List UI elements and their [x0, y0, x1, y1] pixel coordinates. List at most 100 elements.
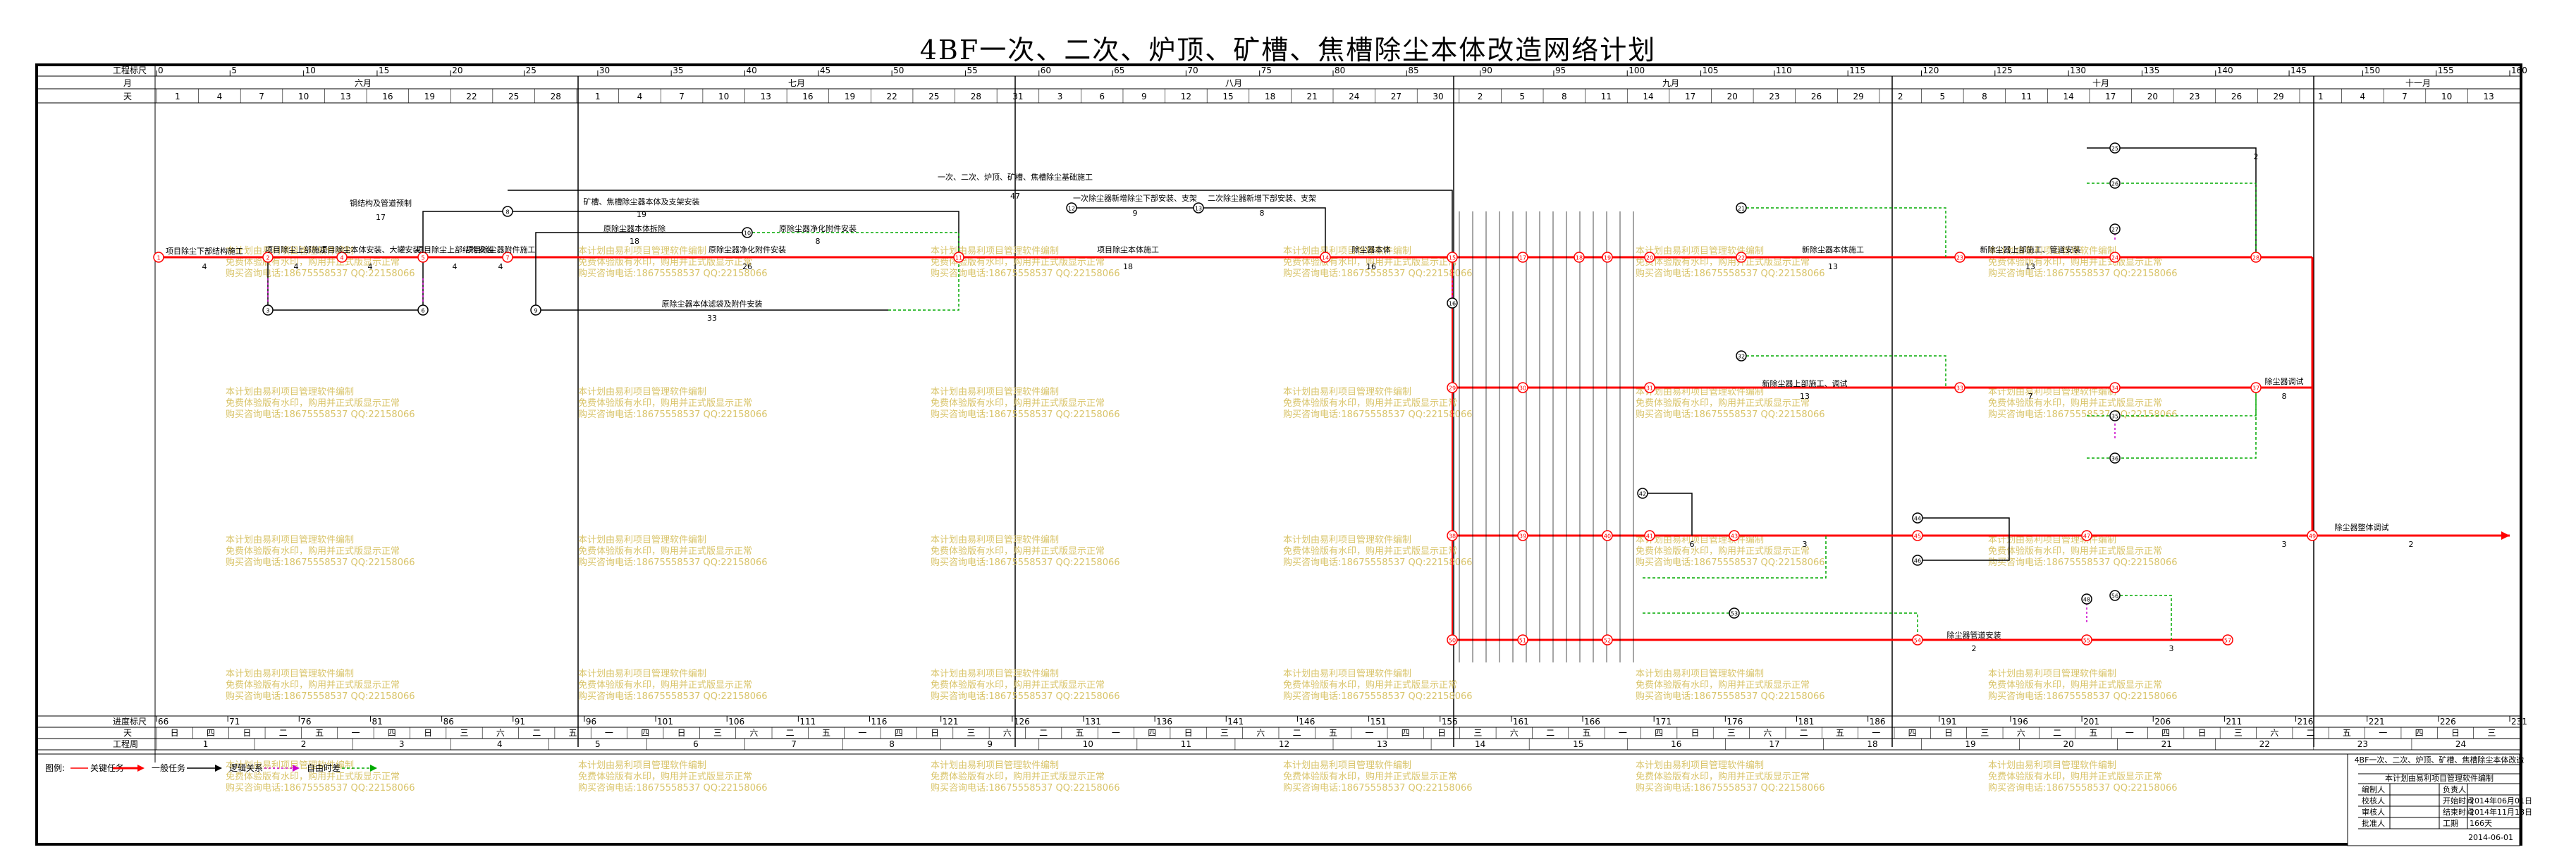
activity-label: 原除尘器本体滤袋及附件安装	[662, 299, 763, 309]
event-node	[1912, 634, 1923, 646]
watermark-text: 本计划由易利项目管理软件编制	[1988, 246, 2116, 257]
event-node	[1447, 530, 1458, 541]
event-node	[1644, 530, 1655, 541]
weekday-cell: 一	[2126, 728, 2134, 738]
weekday-cell: 日	[243, 728, 251, 738]
title-block: 4BF一次、二次、炉顶、矿槽、焦槽除尘本体改造 本计划由易利项目管理软件编制 编…	[2347, 753, 2532, 846]
day-tick-label: 24	[1349, 92, 1359, 101]
event-node	[2109, 252, 2121, 263]
scale-tick-label: 115	[1849, 66, 1865, 75]
watermark-text: 本计划由易利项目管理软件编制	[1636, 246, 1764, 257]
event-node-number: 30	[1519, 385, 1526, 392]
event-node	[2250, 252, 2262, 263]
day-tick-label: 25	[928, 92, 939, 101]
activity-duration: 4	[498, 262, 503, 271]
event-node-number: 16	[1449, 301, 1456, 307]
weekday-cell: 三	[1727, 728, 1736, 738]
weekday-cell: 五	[315, 728, 324, 738]
event-node-number: 56	[2111, 593, 2118, 600]
weekday-cell: 五	[2343, 728, 2351, 738]
scale-tick-label: 110	[1776, 66, 1792, 75]
weekday-cell: 日	[2197, 728, 2206, 738]
weekday-cell: 三	[460, 728, 468, 738]
bottom-tick-label: 221	[2369, 717, 2385, 727]
event-node-number: 4	[340, 255, 343, 261]
scale-tick-label: 100	[1629, 66, 1645, 75]
event-node	[2109, 382, 2121, 393]
watermark-text: 免费体验版有水印，购用并正式版显示正常	[1988, 545, 2162, 557]
event-node-number: 1	[157, 255, 160, 261]
weekday-cell: 三	[1220, 728, 1229, 738]
week-cell: 3	[399, 739, 405, 749]
bottom-tick-label: 126	[1014, 717, 1030, 727]
day-tick-label: 10	[2441, 92, 2452, 101]
weekday-cell: 一	[351, 728, 360, 738]
legend-item: 一般任务	[152, 763, 185, 773]
event-node-number: 17	[1519, 255, 1526, 261]
activity-label: 项目除尘本体安装、大罐安装	[320, 245, 421, 254]
day-tick-label: 25	[508, 92, 519, 101]
activity-label: 新除尘器上部施工、管道安装	[1980, 245, 2081, 254]
bottom-tick-label: 91	[515, 717, 525, 727]
event-node-number: 29	[1449, 385, 1456, 392]
event-node	[1644, 382, 1655, 393]
watermark-text: 本计划由易利项目管理软件编制	[578, 387, 706, 397]
weekday-cell: 一	[1365, 728, 1373, 738]
header-timescale: 工程标尺 月 天	[38, 65, 2520, 763]
week-cell: 8	[889, 739, 895, 749]
event-node-number: 13	[1195, 206, 1202, 212]
watermark-text: 购买咨询电话:18675558537 QQ:22158066	[1988, 409, 2178, 420]
title-block-key: 编制人	[2362, 784, 2385, 794]
bottom-tick-label: 186	[1870, 717, 1886, 727]
weekday-cell: 二	[1546, 728, 1554, 738]
day-tick-label: 14	[2063, 92, 2073, 101]
activity-duration: 8	[1260, 209, 1265, 218]
day-tick-label: 19	[424, 92, 435, 101]
event-node-number: 24	[2111, 255, 2118, 261]
watermark-text: 免费体验版有水印，购用并正式版显示正常	[1988, 771, 2162, 782]
activity-label: 项目除尘上部结构安装	[416, 245, 493, 254]
week-cell: 20	[2063, 739, 2073, 749]
event-node-number: 3	[266, 308, 269, 314]
event-node	[2250, 382, 2262, 393]
weekday-cell: 一	[1872, 728, 1880, 738]
weekday-cell: 二	[1800, 728, 1808, 738]
watermark-text: 免费体验版有水印，购用并正式版显示正常	[931, 771, 1105, 782]
scale-tick-label: 35	[673, 66, 683, 75]
event-node	[1644, 252, 1655, 263]
bottom-tick-label: 191	[1941, 717, 1957, 727]
week-cell: 10	[1083, 739, 1093, 749]
day-tick-label: 28	[971, 92, 981, 101]
day-tick-label: 11	[1601, 92, 1612, 101]
week-cell: 7	[791, 739, 797, 749]
weekday-cell: 四	[895, 728, 903, 738]
weekday-cell: 五	[822, 728, 830, 738]
month-label: 六月	[355, 78, 372, 88]
title-block-value: 结束时间	[2443, 808, 2474, 817]
activity-duration: 9	[1133, 209, 1138, 218]
bottom-tick-label: 76	[300, 717, 311, 727]
day-tick-label: 13	[761, 92, 771, 101]
week-cell: 17	[1769, 739, 1779, 749]
legend-item: 关键任务	[90, 763, 124, 773]
weekday-cell: 二	[279, 728, 288, 738]
event-node	[1729, 530, 1740, 541]
event-node-number: 18	[1576, 255, 1583, 261]
scale-tick-label: 150	[2364, 66, 2380, 75]
event-node-number: 37	[2252, 385, 2259, 392]
event-node	[1602, 634, 1613, 646]
legend: 图例: 关键任务 一般任务 逻辑关系 自由时差	[38, 753, 2348, 773]
watermark-text: 本计划由易利项目管理软件编制	[1283, 669, 1411, 679]
event-node-number: 20	[1646, 255, 1653, 261]
event-node	[2109, 452, 2121, 464]
activity-labels: 一次、二次、炉顶、矿槽、焦槽除尘基础施工 47 钢结构及管道预制 17 矿槽、焦…	[166, 172, 2389, 640]
watermark-text: 购买咨询电话:18675558537 QQ:22158066	[226, 782, 415, 794]
weekday-cell: 三	[1980, 728, 1989, 738]
bottom-tick-label: 141	[1227, 717, 1244, 727]
event-node	[1729, 607, 1740, 619]
weekday-cell: 四	[1402, 728, 1410, 738]
month-label: 八月	[1225, 78, 1242, 88]
event-node-number: 40	[1604, 533, 1611, 540]
month-label: 九月	[1662, 78, 1679, 88]
day-tick-label: 11	[2021, 92, 2032, 101]
